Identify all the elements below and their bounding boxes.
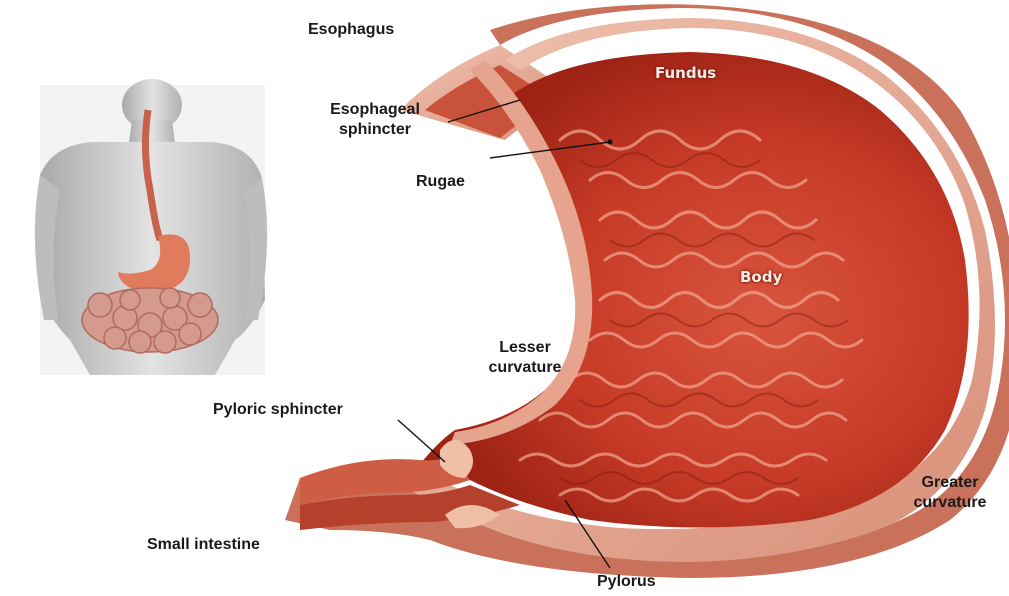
pyloric-sphincter-leader [398, 420, 445, 462]
label-body: Body [740, 268, 782, 286]
label-greater-curvature-line2: curvature [895, 493, 1005, 513]
label-pyloric-sphincter: Pyloric sphincter [213, 400, 343, 420]
label-lesser-curvature-line1: Lesser [475, 338, 575, 358]
label-lesser-curvature-line2: curvature [475, 358, 575, 378]
label-fundus: Fundus [655, 64, 716, 82]
torso-inset [35, 79, 267, 375]
label-greater-curvature-line1: Greater [895, 473, 1005, 493]
label-lesser-curvature: Lesser curvature [475, 338, 575, 378]
label-pylorus: Pylorus [597, 572, 656, 592]
label-greater-curvature: Greater curvature [895, 473, 1005, 513]
label-esophageal-sphincter-line2: sphincter [305, 120, 445, 140]
label-esophageal-sphincter-line1: Esophageal [305, 100, 445, 120]
label-esophageal-sphincter: Esophageal sphincter [305, 100, 445, 140]
label-rugae: Rugae [416, 172, 465, 192]
label-esophagus: Esophagus [308, 20, 394, 40]
rugae-leader-dot [608, 140, 613, 145]
label-small-intestine: Small intestine [147, 535, 260, 555]
